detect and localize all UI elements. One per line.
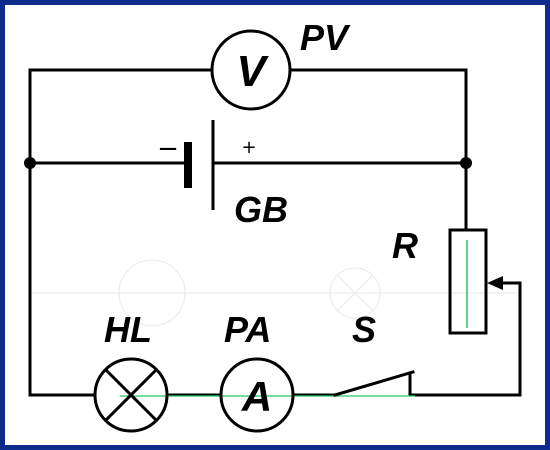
ammeter-circle	[219, 357, 295, 433]
voltmeter-circle	[210, 29, 292, 111]
voltmeter-symbol: V	[236, 47, 269, 96]
rheostat	[448, 228, 522, 397]
battery-short-plate	[184, 142, 192, 188]
top-wire	[28, 68, 468, 397]
ghost-symbols	[30, 259, 520, 327]
lamp	[93, 357, 169, 433]
battery-plus-sign: +	[241, 137, 256, 158]
battery-minus-sign: −	[157, 134, 179, 164]
voltmeter: V	[210, 29, 292, 111]
label-battery: GB	[234, 189, 288, 230]
ammeter: A	[219, 357, 295, 433]
label-rheostat: R	[392, 225, 418, 266]
ammeter-symbol: A	[241, 373, 272, 420]
lamp-circle	[93, 357, 169, 433]
switch-blade	[333, 370, 415, 397]
label-voltmeter: PV	[300, 17, 351, 58]
label-ammeter: PA	[224, 309, 271, 350]
switch	[333, 370, 415, 397]
label-lamp: HL	[104, 309, 152, 350]
junction-left	[24, 157, 36, 169]
battery-branch: − +	[24, 120, 472, 210]
bottom-wire	[28, 371, 522, 397]
junction-right	[460, 157, 472, 169]
rheostat-wiper-arrow	[487, 276, 503, 290]
label-switch: S	[352, 309, 376, 350]
rheostat-body	[448, 228, 488, 335]
